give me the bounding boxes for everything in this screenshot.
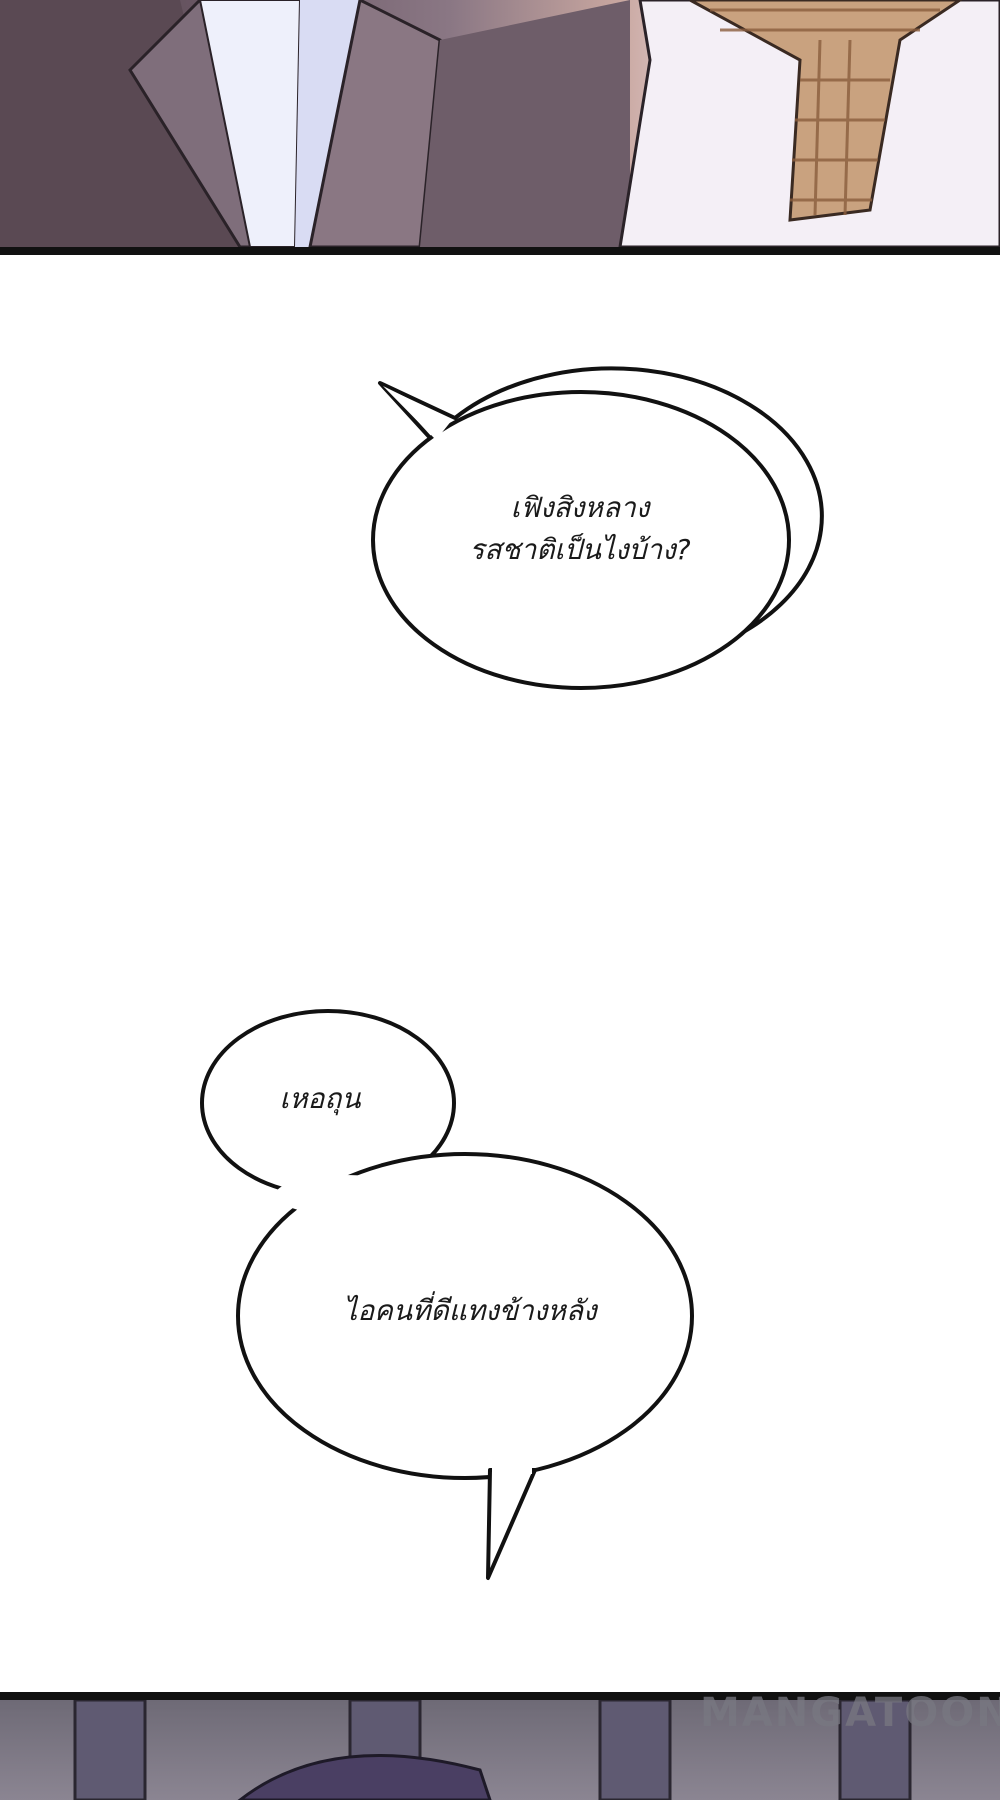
speech-bubble-1-tail-fill — [383, 386, 452, 440]
panel-border — [0, 1692, 1000, 1700]
watermark-logo: MANGATOON — [700, 1690, 1000, 1736]
speech-bubble-2-large-text: ไอคนที่ดีแทงข้างหลัง — [343, 1294, 597, 1327]
speech-bubble-2 — [200, 1009, 694, 1580]
shirt — [198, 0, 302, 247]
bottom-comic-panel — [0, 1700, 1000, 1800]
top-panel-artwork — [0, 0, 1000, 247]
speech-bubble-2-tail — [486, 1468, 537, 1580]
character-hair — [237, 1753, 492, 1800]
bottom-panel-artwork — [73, 1700, 912, 1800]
bar-3 — [598, 1700, 672, 1800]
scarf-pattern — [710, 8, 940, 216]
speech-bubble-1-text: เฟิงสิงหลาง รสชาติเป็นไงบ้าง? — [420, 487, 740, 571]
bar-4 — [838, 1700, 912, 1800]
suit-lapel-right — [308, 0, 442, 247]
suit-jacket-right — [420, 0, 630, 247]
speech-bubble-2-large-outline — [236, 1152, 694, 1480]
panel-border — [0, 247, 1000, 255]
plaid-scarf — [689, 0, 963, 222]
speech-bubble-1 — [371, 366, 824, 690]
top-comic-panel — [0, 0, 1000, 247]
speech-bubble-1-line-1: เฟิงสิงหลาง — [510, 491, 650, 524]
speech-bubble-1-outline — [371, 390, 791, 690]
speech-bubble-1-line-2: รสชาติเป็นไงบ้าง? — [469, 533, 691, 566]
bar-1 — [73, 1700, 147, 1800]
speech-bubble-2-small-text: เหอถุน — [279, 1082, 361, 1115]
speech-bubble-2-tail-join — [492, 1460, 532, 1474]
speech-bubble-2-join — [275, 1175, 415, 1215]
shirt-shadow — [295, 0, 360, 247]
speech-bubbles-layer — [200, 366, 824, 1580]
